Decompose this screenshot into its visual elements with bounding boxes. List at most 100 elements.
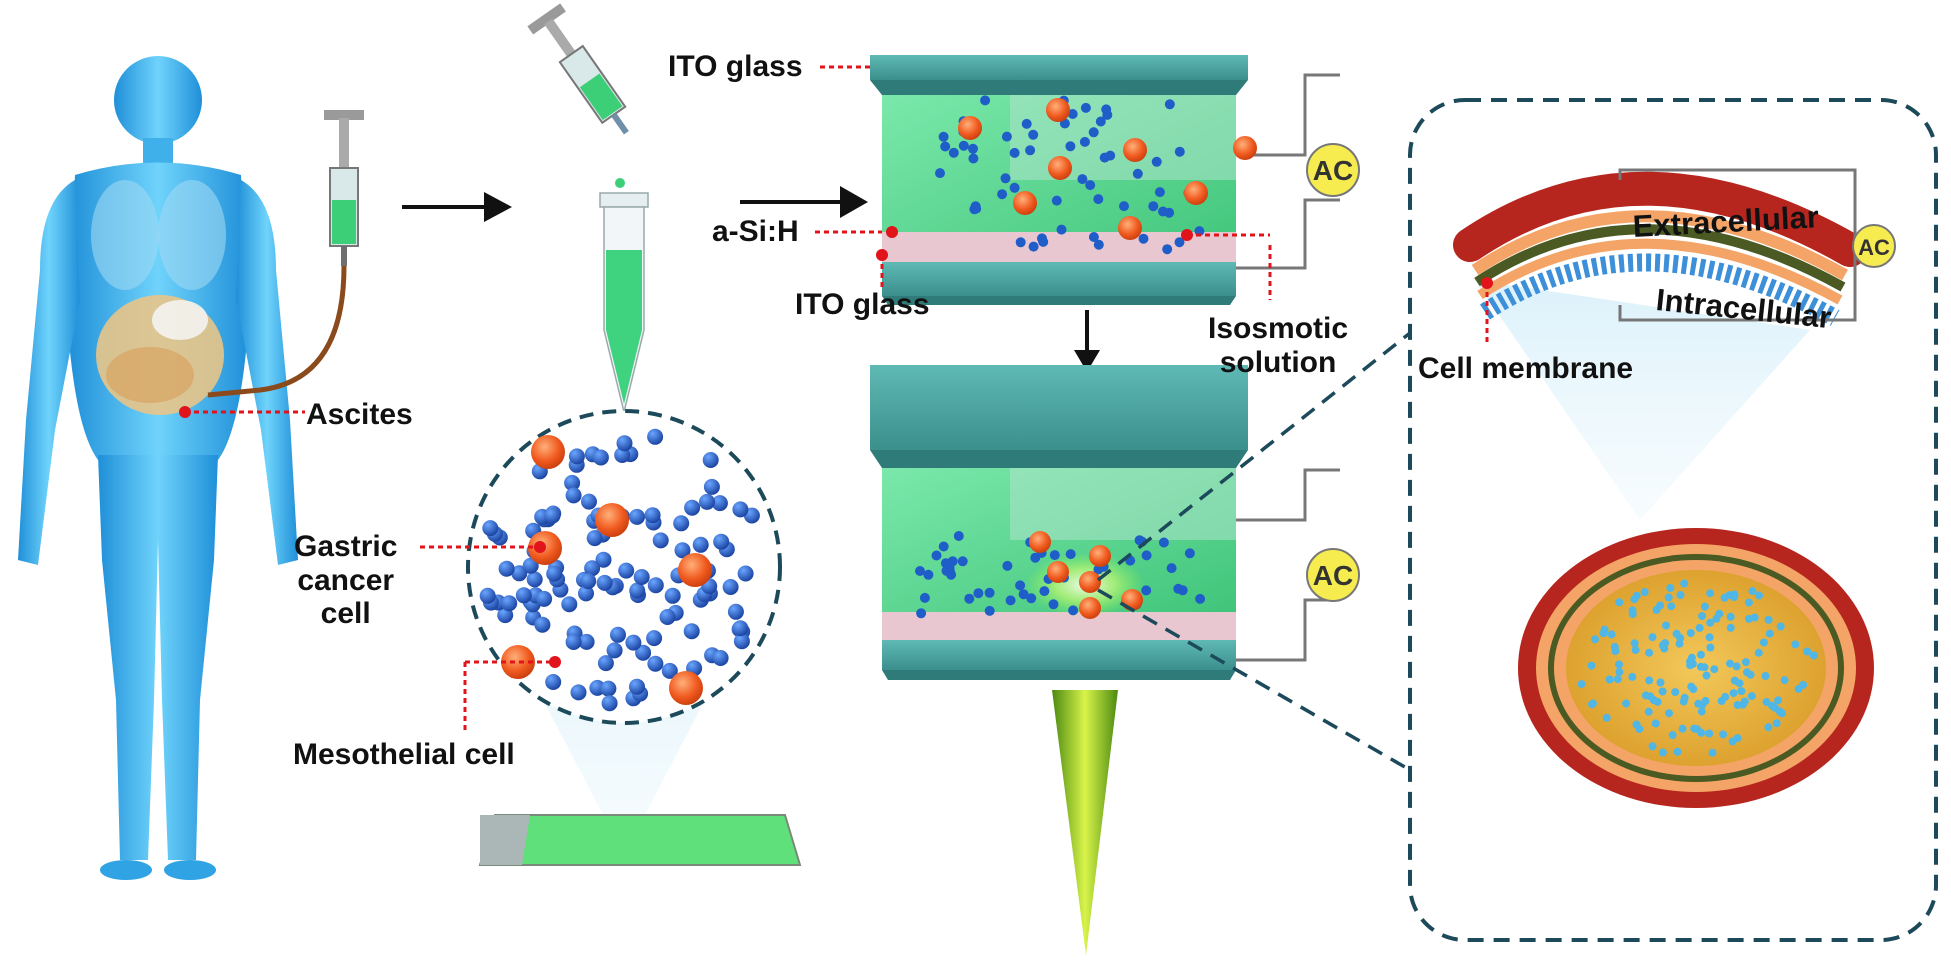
mesothelial-cell-dot — [1030, 552, 1041, 563]
label-isosmotic-solution: Isosmotic solution — [1208, 312, 1349, 379]
label-ito-glass-top: ITO glass — [668, 50, 803, 83]
mesothelial-cell-dot — [970, 201, 981, 212]
cytoplasm-particle — [1694, 699, 1703, 708]
cytoplasm-particle — [1667, 602, 1676, 611]
cytoplasm-particle — [1649, 696, 1658, 705]
cancer-cell-dot — [1079, 571, 1101, 593]
mesothelial-cell-dot — [633, 569, 650, 585]
cytoplasm-particle — [1776, 622, 1785, 631]
whole-cell-dots — [1577, 579, 1818, 757]
cytoplasm-particle — [1695, 623, 1704, 632]
mesothelial-cell-dot — [915, 566, 925, 576]
mesothelial-cell-dot — [568, 448, 585, 465]
cytoplasm-particle — [1748, 587, 1757, 596]
cytoplasm-particle — [1747, 692, 1756, 701]
mesothelial-cell-dot — [1002, 560, 1013, 571]
cytoplasm-particle — [1628, 672, 1637, 681]
glass-slide — [478, 814, 802, 866]
mesothelial-cell-dot — [661, 662, 678, 679]
cytoplasm-particle — [1648, 633, 1657, 642]
mesothelial-cell-dot — [1025, 145, 1036, 156]
mesothelial-cell-dot — [629, 508, 645, 525]
mesothelial-cell-dot — [545, 674, 562, 690]
circle-cells — [479, 428, 760, 712]
mesothelial-cell-dot — [580, 573, 597, 590]
mesothelial-cell-dot — [647, 428, 664, 445]
mesothelial-cell-dot — [953, 531, 964, 541]
mesothelial-cell-dot — [919, 592, 930, 603]
mesothelial-cell-dot — [1158, 537, 1169, 548]
mesothelial-cell-dot — [616, 435, 633, 452]
arrow-1-icon — [402, 192, 512, 222]
mesothelial-cell-dot — [1015, 237, 1026, 248]
mesothelial-cell-dot — [732, 501, 749, 518]
cytoplasm-particle — [1628, 606, 1637, 615]
mesothelial-cell-dot — [565, 487, 582, 504]
mesothelial-cell-dot — [592, 449, 609, 466]
mesothelial-cell-dot — [711, 495, 728, 512]
mesothelial-cell-dot — [916, 608, 927, 619]
mesothelial-cell-dot — [647, 655, 664, 672]
leader-lines — [185, 65, 1489, 730]
mesothelial-cell-dot — [699, 493, 715, 510]
cytoplasm-particle — [1648, 742, 1657, 751]
cancer-cell-dot — [1123, 138, 1147, 162]
mesothelial-cell-dot — [1028, 129, 1039, 140]
mesothelial-cell-dot — [968, 153, 979, 164]
cytoplasm-particle — [1741, 658, 1750, 667]
mesothelial-cell-dot — [683, 623, 700, 640]
cancer-cell-dot — [1013, 191, 1037, 215]
mesothelial-cell-dot — [1049, 550, 1060, 561]
ac-label-membrane: AC — [1858, 235, 1890, 260]
cytoplasm-particle — [1733, 734, 1742, 743]
mesothelial-cell-dot — [1095, 116, 1106, 127]
mesothelial-cell-dot — [1021, 118, 1032, 129]
mesothelial-cell-dot — [1056, 224, 1067, 235]
cytoplasm-particle — [1778, 709, 1786, 718]
cytoplasm-particle — [1622, 699, 1631, 708]
cancer-cell-dot — [1079, 597, 1101, 619]
mesothelial-cell-dot — [1048, 599, 1059, 610]
mesothelial-cell-dot — [581, 493, 597, 510]
cytoplasm-particle — [1641, 691, 1650, 700]
mesothelial-cell-dot — [692, 536, 709, 553]
cytoplasm-particle — [1697, 707, 1706, 716]
cytoplasm-particle — [1726, 623, 1735, 632]
mesothelial-cell-dot — [1018, 589, 1029, 600]
cancer-cell-dot — [669, 671, 703, 705]
mesothelial-cell-dot — [629, 678, 645, 695]
label-a-si-h: a-Si:H — [712, 215, 799, 248]
mesothelial-cell-dot — [722, 579, 739, 595]
mesothelial-cell-dot — [938, 131, 949, 142]
label-ito-glass-bottom: ITO glass — [795, 288, 930, 321]
whole-cell — [1518, 528, 1874, 808]
zoom-link-bottom — [1097, 588, 1411, 772]
cytoplasm-particle — [1706, 643, 1715, 652]
mesothelial-cell-dot — [522, 557, 539, 574]
cytoplasm-particle — [1676, 634, 1685, 642]
cytoplasm-particle — [1791, 640, 1800, 649]
label-mesothelial-cell: Mesothelial cell — [293, 738, 515, 771]
cytoplasm-particle — [1705, 633, 1714, 642]
mesothelial-cell-dot — [1141, 585, 1152, 596]
mesothelial-cell-dot — [1119, 201, 1129, 212]
cytoplasm-particle — [1755, 591, 1763, 600]
cytoplasm-particle — [1708, 748, 1717, 757]
cytoplasm-particle — [1613, 675, 1622, 684]
mesothelial-cell-dot — [1093, 239, 1104, 250]
cytoplasm-particle — [1605, 675, 1614, 684]
cytoplasm-particle — [1577, 680, 1586, 689]
cytoplasm-particle — [1686, 629, 1695, 637]
mesothelial-cell-dot — [1028, 241, 1039, 252]
mesothelial-cell-dot — [1001, 131, 1012, 142]
label-ascites: Ascites — [306, 398, 413, 431]
mesothelial-cell-dot — [578, 585, 594, 602]
cytoplasm-particle — [1687, 653, 1696, 662]
mesothelial-cell-dot — [1195, 593, 1206, 604]
arrow-2-icon — [740, 186, 868, 218]
mesothelial-cell-dot — [673, 515, 690, 532]
ac-source-bottom: AC — [1306, 548, 1360, 602]
cytoplasm-particle — [1698, 612, 1707, 621]
mesothelial-cell-dot — [703, 478, 720, 495]
